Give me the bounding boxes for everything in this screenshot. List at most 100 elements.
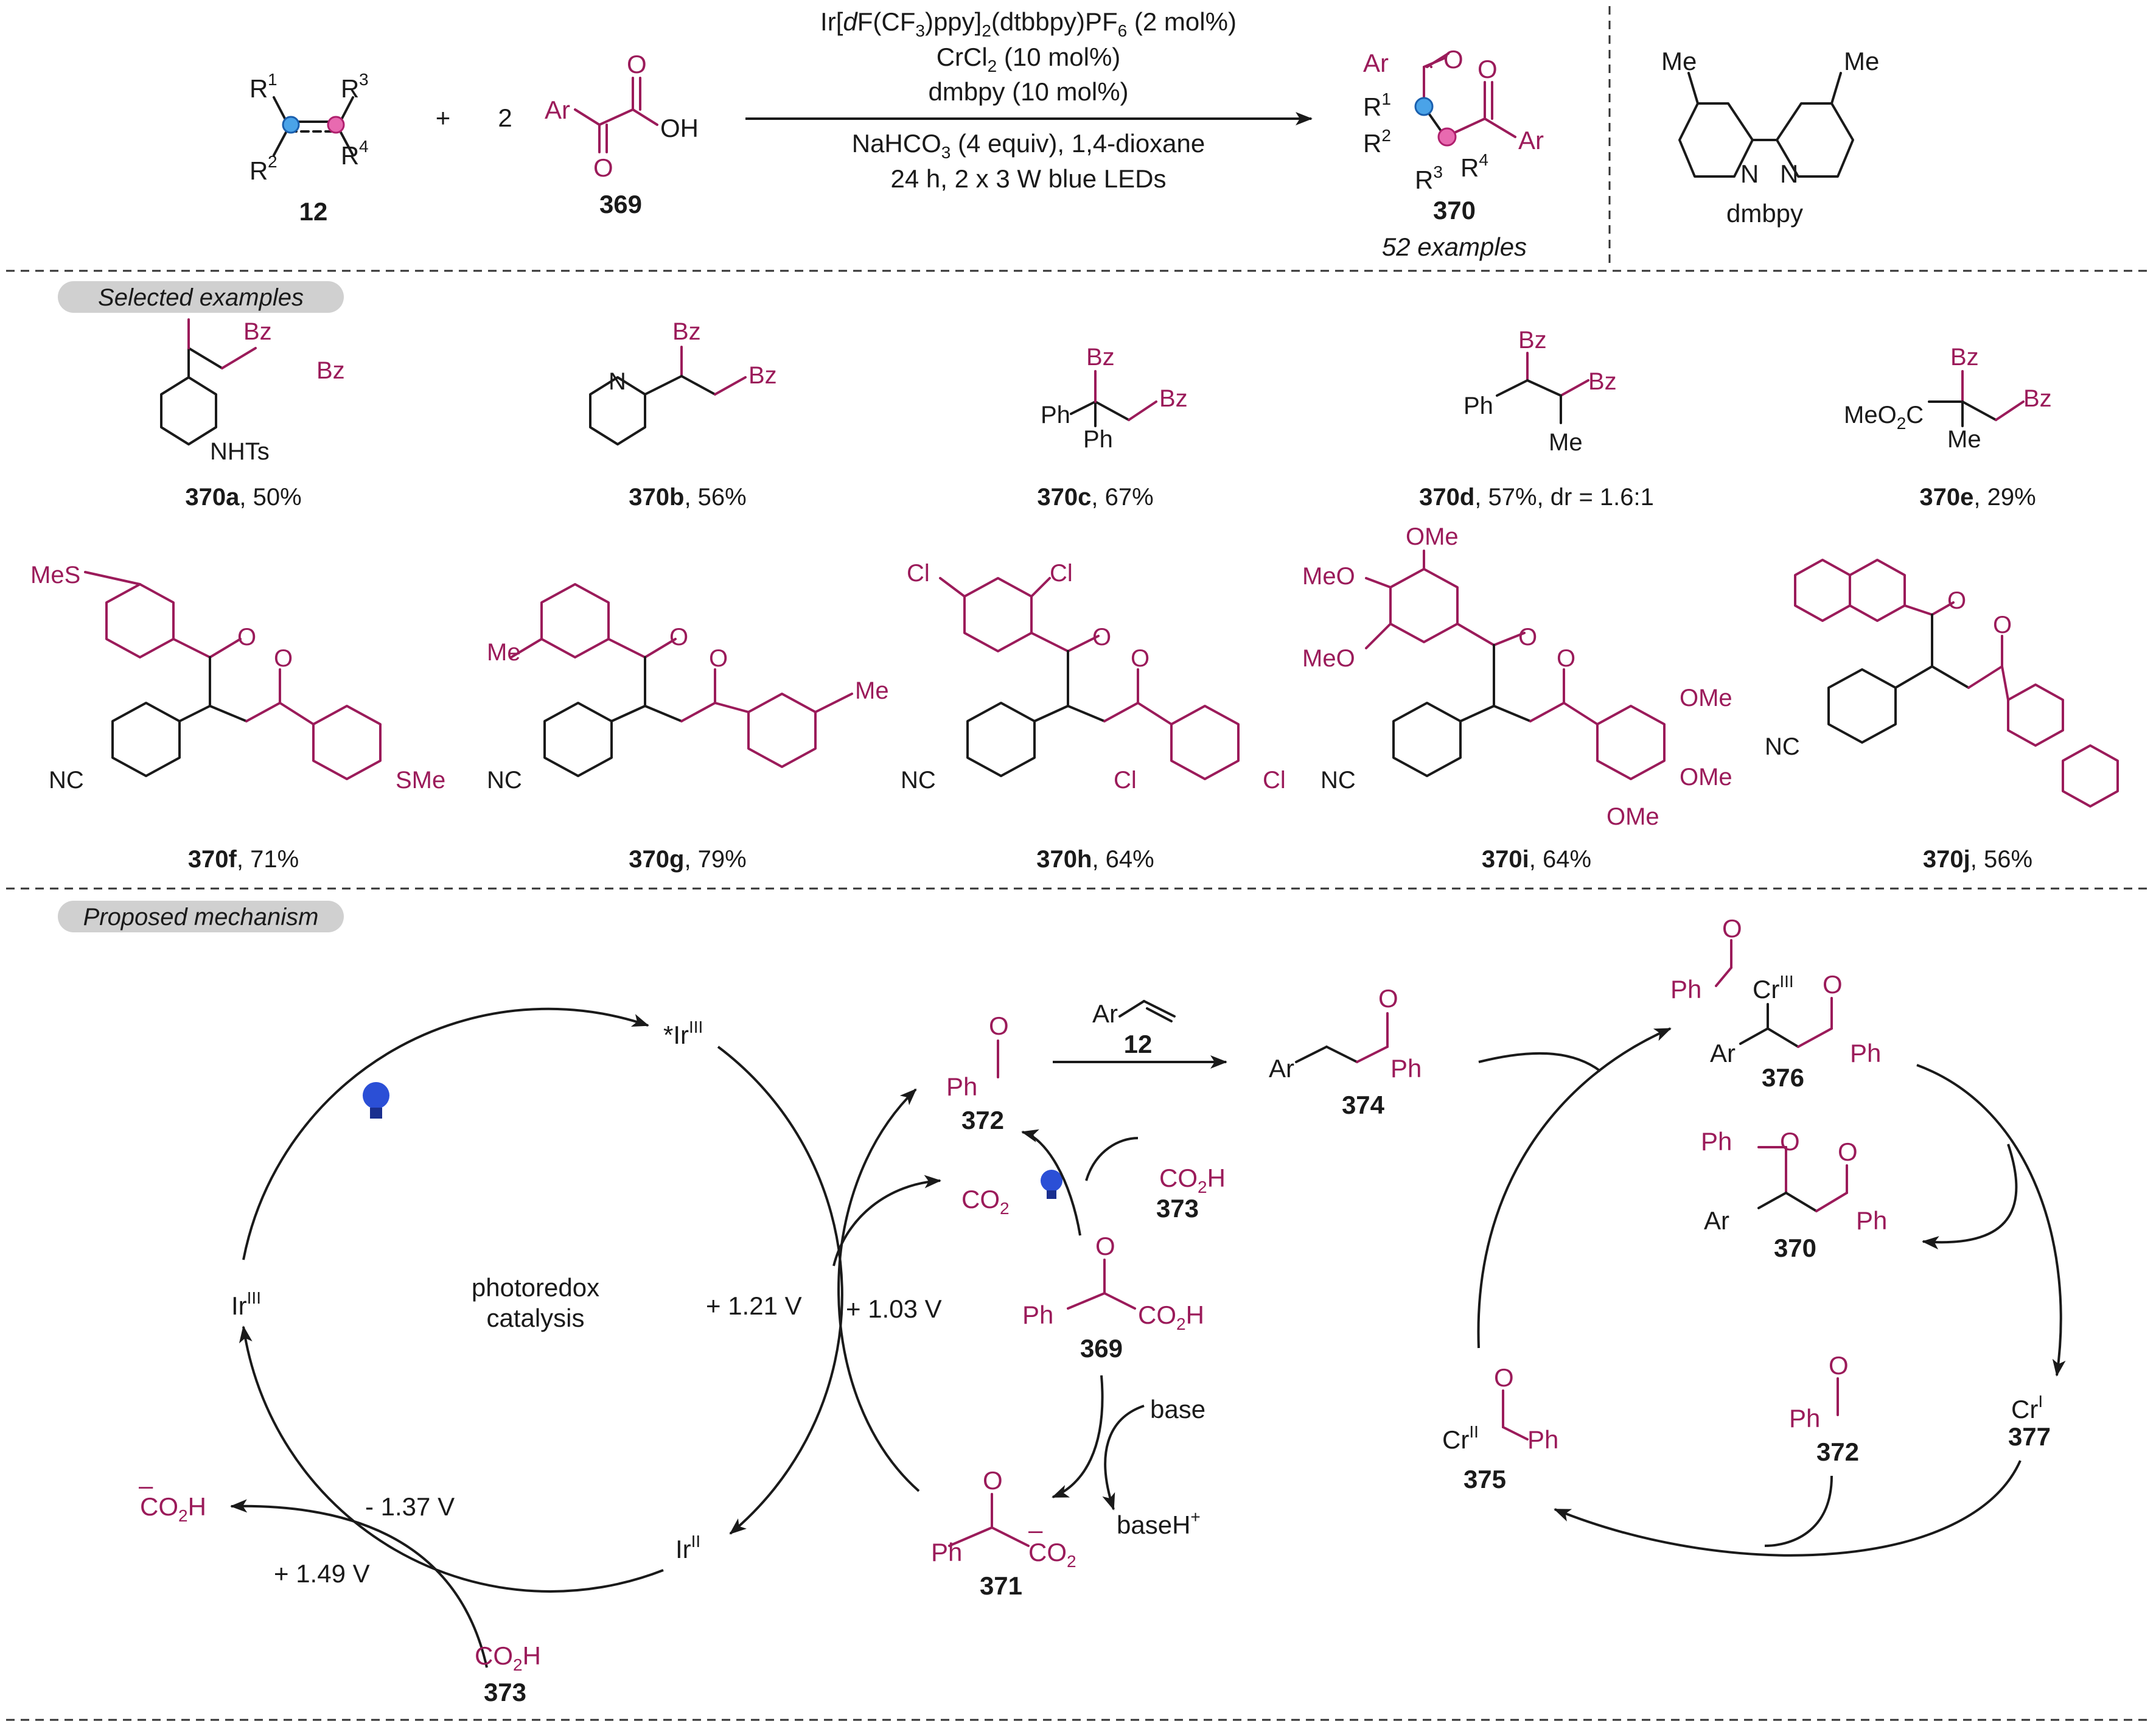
label: Ph [946, 1072, 977, 1101]
svg-text:R1: R1 [1363, 89, 1391, 121]
label: OMe [1607, 803, 1659, 830]
cr-377: CrI [2011, 1392, 2043, 1423]
label: OMe [1680, 764, 1732, 791]
ir3: IrIII [231, 1288, 261, 1320]
label: Ar [1704, 1206, 1729, 1235]
label: base [1150, 1395, 1205, 1423]
compound-id-370: 370 [1433, 196, 1476, 225]
label: 372 [961, 1106, 1004, 1134]
ir2: IrII [675, 1532, 700, 1563]
co2h-radical-373: CO2H [1159, 1164, 1226, 1196]
label: O [1722, 914, 1742, 943]
r3-sup: 3 [359, 70, 369, 89]
label: 375 [1463, 1465, 1506, 1493]
cond-time-light: 24 h, 2 x 3 W blue LEDs [891, 164, 1167, 193]
label: Ph [1041, 402, 1070, 428]
r2-sup: 2 [268, 152, 277, 171]
label: Ar [1710, 1039, 1736, 1067]
label: Cl [1114, 767, 1137, 794]
r1-label: R [249, 74, 268, 103]
label: MeO [1302, 645, 1355, 672]
examples-count: 52 examples [1382, 232, 1527, 261]
section-selected-examples: Selected examples [98, 284, 304, 311]
potential-1: + 1.21 V [706, 1291, 802, 1320]
label: Bz [316, 357, 345, 384]
label: Bz [2023, 385, 2052, 412]
label: 374 [1342, 1091, 1385, 1119]
example-label-370a: 370a, 50% [185, 484, 301, 511]
label: 12 [1124, 1030, 1153, 1058]
label: Bz [748, 362, 777, 389]
svg-text:R2: R2 [1363, 126, 1391, 158]
example-label-370d: 370d, 57%, dr = 1.6:1 [1419, 484, 1654, 511]
label: O [1494, 1363, 1514, 1392]
compound-id-12: 12 [299, 197, 328, 226]
charge: – [1028, 1515, 1043, 1544]
label: Bz [1518, 327, 1547, 354]
cond-cocatalyst: CrCl2 (10 mol%) [937, 43, 1121, 75]
label: N [609, 368, 626, 395]
o-label-bottom: O [593, 153, 613, 182]
label: Ar [1092, 999, 1118, 1028]
label: Cl [907, 560, 930, 587]
label: 370 [1774, 1234, 1816, 1262]
cond-base: NaHCO3 (4 equiv), 1,4-dioxane [852, 129, 1205, 162]
example-370i: OMe MeO MeO OMe OMe OMe O O NC 370i, 64% [1302, 523, 1732, 873]
label: O [1829, 1351, 1849, 1380]
section-proposed-mechanism: Proposed mechanism [83, 904, 319, 931]
label: NC [1765, 733, 1800, 760]
label: Ph [1390, 1054, 1422, 1083]
label: O [669, 624, 688, 651]
label: 373 [1156, 1194, 1199, 1223]
example-label-370e: 370e, 29% [1919, 484, 2036, 511]
potential-3: - 1.37 V [365, 1492, 455, 1521]
label: Ph [1083, 426, 1113, 453]
label: O [709, 645, 728, 672]
label: OMe [1680, 685, 1732, 711]
label: Cl [1050, 560, 1073, 587]
label: Bz [1159, 385, 1188, 412]
photoredox-cycle: *IrIII IrIII IrII photoredox catalysis +… [139, 984, 1422, 1706]
label: MeO [1302, 563, 1355, 590]
co2h-anion: CO2H [140, 1492, 206, 1525]
ligand-dmbpy: Me Me N N dmbpy [1661, 47, 1879, 228]
example-label-370i: 370i, 64% [1482, 846, 1591, 873]
label: O [989, 1011, 1009, 1040]
cr-375: CrII [1442, 1422, 1479, 1454]
co2h-radical: CO2H [475, 1641, 541, 1674]
example-370b: Bz Bz N 370b, 56% [589, 318, 777, 511]
ligand-me1: Me [1661, 47, 1697, 75]
oh-label: OH [660, 114, 699, 142]
example-label-370j: 370j, 56% [1923, 846, 2032, 873]
example-label-370g: 370g, 79% [629, 846, 746, 873]
example-370e: Bz Bz MeO2C Me 370e, 29% [1844, 344, 2052, 511]
label: NC [1320, 767, 1356, 794]
example-370c: Bz Bz Ph Ph 370c, 67% [1037, 344, 1187, 511]
label: O [983, 1466, 1003, 1495]
label: O [237, 624, 256, 651]
label: O [1993, 612, 2012, 638]
co2: CO2 [961, 1185, 1010, 1218]
meo2c-label: MeO2C [1844, 402, 1924, 433]
alkene-12: R 1 R 3 R 2 R 4 12 [249, 70, 369, 226]
cycle-label-2: catalysis [486, 1304, 584, 1332]
label: 376 [1762, 1063, 1804, 1092]
label: Ph [1856, 1206, 1887, 1235]
label: O [1095, 1232, 1115, 1260]
cycle-label-1: photoredox [472, 1273, 599, 1302]
example-370g: Me Me O O NC 370g, 79% [487, 583, 889, 873]
cond-catalyst: Ir[dF(CF3)ppy]2(dtbbpy)PF6 (2 mol%) [820, 7, 1237, 40]
label: O [1518, 624, 1537, 651]
svg-text:R3: R3 [1415, 162, 1443, 194]
label: O [274, 645, 293, 672]
ligand-name: dmbpy [1726, 199, 1803, 228]
label: O [1838, 1137, 1858, 1166]
label: O [1823, 970, 1843, 999]
product-ar1: Ar [1363, 49, 1389, 77]
baseh: baseH+ [1117, 1507, 1201, 1539]
example-370a: Bz Bz NHTs 370a, 50% [160, 318, 345, 511]
example-label-370c: 370c, 67% [1037, 484, 1153, 511]
label: 371 [980, 1571, 1022, 1600]
label: Cl [1263, 767, 1286, 794]
example-370j: O O NC 370j, 56% [1765, 559, 2119, 873]
